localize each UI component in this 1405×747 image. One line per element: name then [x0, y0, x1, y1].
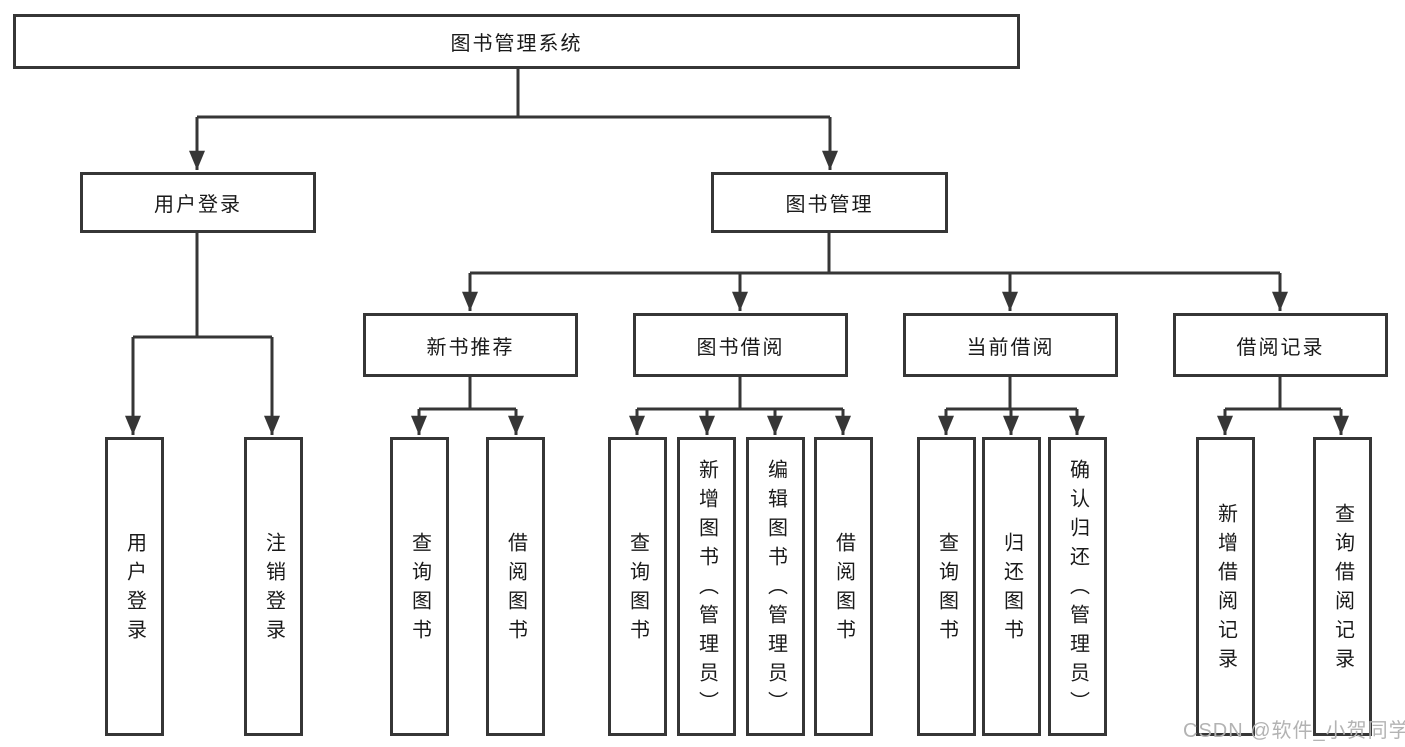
leaf-borrow-books: 借阅图书: [814, 437, 873, 736]
node-current-borrow: 当前借阅: [903, 313, 1118, 377]
leaf-add-borrow-record: 新增借阅记录: [1196, 437, 1255, 736]
node-book-borrow: 图书借阅: [633, 313, 848, 377]
connector-root-trunk: [197, 68, 830, 119]
connector-current-trunk: [946, 377, 1077, 411]
connector-records-trunk: [1225, 377, 1341, 411]
node-book-management-group: 图书管理: [711, 172, 948, 233]
connector-login-trunk: [133, 233, 272, 339]
leaf-add-book-admin: 新增图书（管理员）: [677, 437, 736, 736]
node-new-book-recommend: 新书推荐: [363, 313, 578, 377]
leaf-borrow-books-recommend: 借阅图书: [486, 437, 545, 736]
leaf-edit-book-admin: 编辑图书（管理员）: [746, 437, 805, 736]
connector-mgmt-trunk: [470, 233, 1280, 275]
csdn-watermark: CSDN @软件_小贺同学: [1183, 720, 1405, 742]
leaf-confirm-return-admin: 确认归还（管理员）: [1048, 437, 1107, 736]
node-library-system: 图书管理系统: [13, 14, 1020, 69]
leaf-query-books-recommend: 查询图书: [390, 437, 449, 736]
leaf-logout: 注销登录: [244, 437, 303, 736]
leaf-return-books: 归还图书: [982, 437, 1041, 736]
node-user-login-group: 用户登录: [80, 172, 316, 233]
node-borrow-records: 借阅记录: [1173, 313, 1388, 377]
leaf-query-books-current: 查询图书: [917, 437, 976, 736]
connector-borrow-trunk: [637, 377, 843, 411]
connector-newbook-trunk: [419, 377, 516, 411]
leaf-query-books-borrow: 查询图书: [608, 437, 667, 736]
leaf-query-borrow-record: 查询借阅记录: [1313, 437, 1372, 736]
leaf-user-login: 用户登录: [105, 437, 164, 736]
